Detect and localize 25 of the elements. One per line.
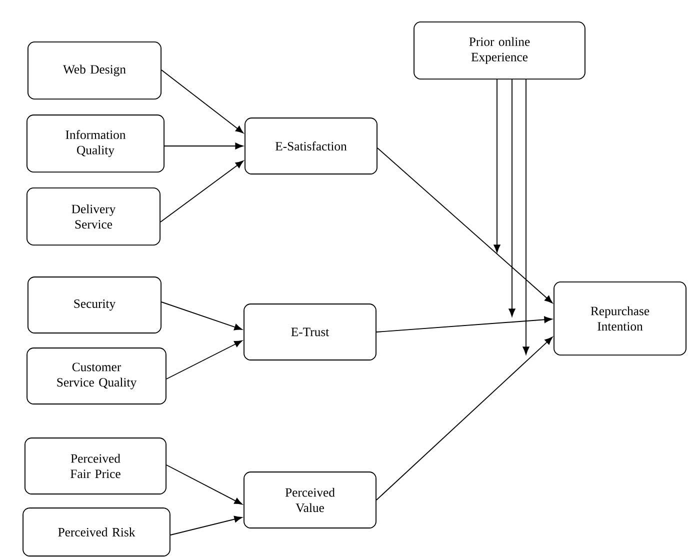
box: Repurchase Intention [554, 282, 686, 356]
box: E-Satisfaction [244, 118, 378, 174]
box: Web Design [28, 42, 162, 100]
arrow [376, 336, 553, 500]
box: Perceived Fair Price [24, 438, 166, 494]
box: Perceived Value [244, 472, 376, 528]
arrow [170, 516, 242, 536]
arrow [161, 70, 244, 134]
box: Information Quality [26, 114, 164, 172]
arrow [494, 79, 500, 253]
arrow [166, 464, 242, 505]
arrow [522, 79, 530, 355]
arrow [164, 142, 244, 150]
box: Customer Service Quality [26, 348, 166, 404]
box: Delivery Service [26, 188, 160, 246]
arrow [377, 148, 553, 304]
box: Security [28, 276, 162, 334]
arrow [376, 316, 552, 332]
arrow [160, 160, 244, 222]
arrow [161, 302, 242, 330]
arrow [508, 79, 516, 317]
arrow [166, 340, 242, 380]
box: Perceived Risk [22, 508, 170, 556]
box: Prior online Experience [414, 22, 586, 80]
box: E-Trust [244, 304, 376, 360]
